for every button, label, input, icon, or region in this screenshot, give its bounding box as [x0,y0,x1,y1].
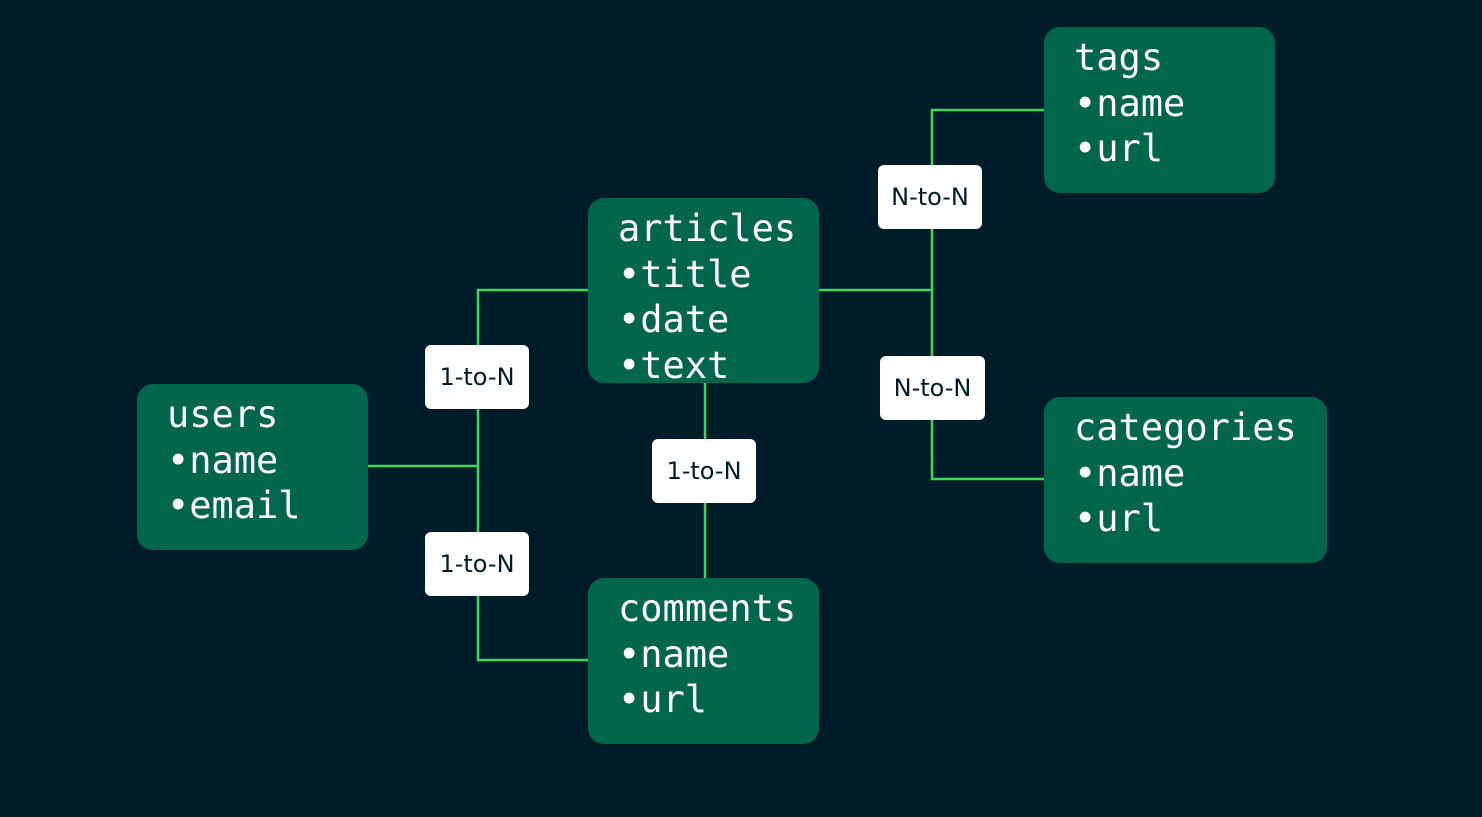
bullet: • [618,632,641,676]
relationship-label-articles-tags: N-to-N [878,165,982,229]
bullet: • [1074,127,1097,170]
entity-name: categories [1074,406,1297,449]
field-label: email [189,484,301,527]
entity-comments: comments •name •url [588,578,819,744]
entity-field: •email [167,483,368,529]
field-label: url [1096,497,1164,540]
field-label: title [640,252,752,296]
entity-articles: articles •title •date •text [588,198,819,387]
entity-name: tags [1074,36,1164,79]
relationship-label-users-articles: 1-to-N [425,345,529,409]
relationship-label-articles-comments: 1-to-N [652,439,756,503]
field-label: text [640,343,730,387]
entity-field-list: •name •email [167,438,368,529]
entity-field: •url [1074,126,1275,172]
bullet: • [1074,81,1097,125]
bullet: • [618,298,641,341]
entity-field: •name [1074,81,1275,127]
entity-tags: tags •name •url [1044,27,1275,193]
field-label: name [189,438,279,482]
field-label: name [1096,81,1186,125]
relationship-label-users-comments: 1-to-N [425,532,529,596]
connector-users-comments [476,466,588,662]
bullet: • [618,252,641,296]
field-label: url [1096,127,1164,170]
entity-field: •name [618,632,819,678]
entity-name: articles [618,207,797,250]
field-label: name [640,632,730,676]
entity-users: users •name •email [137,384,368,550]
bullet: • [1074,451,1097,495]
entity-name: users [167,393,279,436]
entity-field-list: •name •url [618,632,819,723]
connector-articles-categories [930,290,1044,481]
entity-field: •url [618,677,819,723]
entity-categories: categories •name •url [1044,397,1327,563]
entity-field: •title [618,252,819,298]
entity-field-list: •name •url [1074,451,1327,542]
entity-field: •text [618,343,819,389]
entity-field-list: •title •date •text [618,252,819,389]
bullet: • [167,438,190,482]
field-label: date [640,298,730,341]
entity-field: •url [1074,496,1327,542]
entity-field: •date [618,297,819,343]
entity-field-list: •name •url [1074,81,1275,172]
relationship-label-articles-categories: N-to-N [880,356,985,420]
field-label: url [640,678,708,721]
bullet: • [618,343,641,387]
bullet: • [167,484,190,527]
bullet: • [618,678,641,721]
entity-field: •name [167,438,368,484]
entity-name: comments [618,587,797,630]
field-label: name [1096,451,1186,495]
entity-field: •name [1074,451,1327,497]
bullet: • [1074,497,1097,540]
